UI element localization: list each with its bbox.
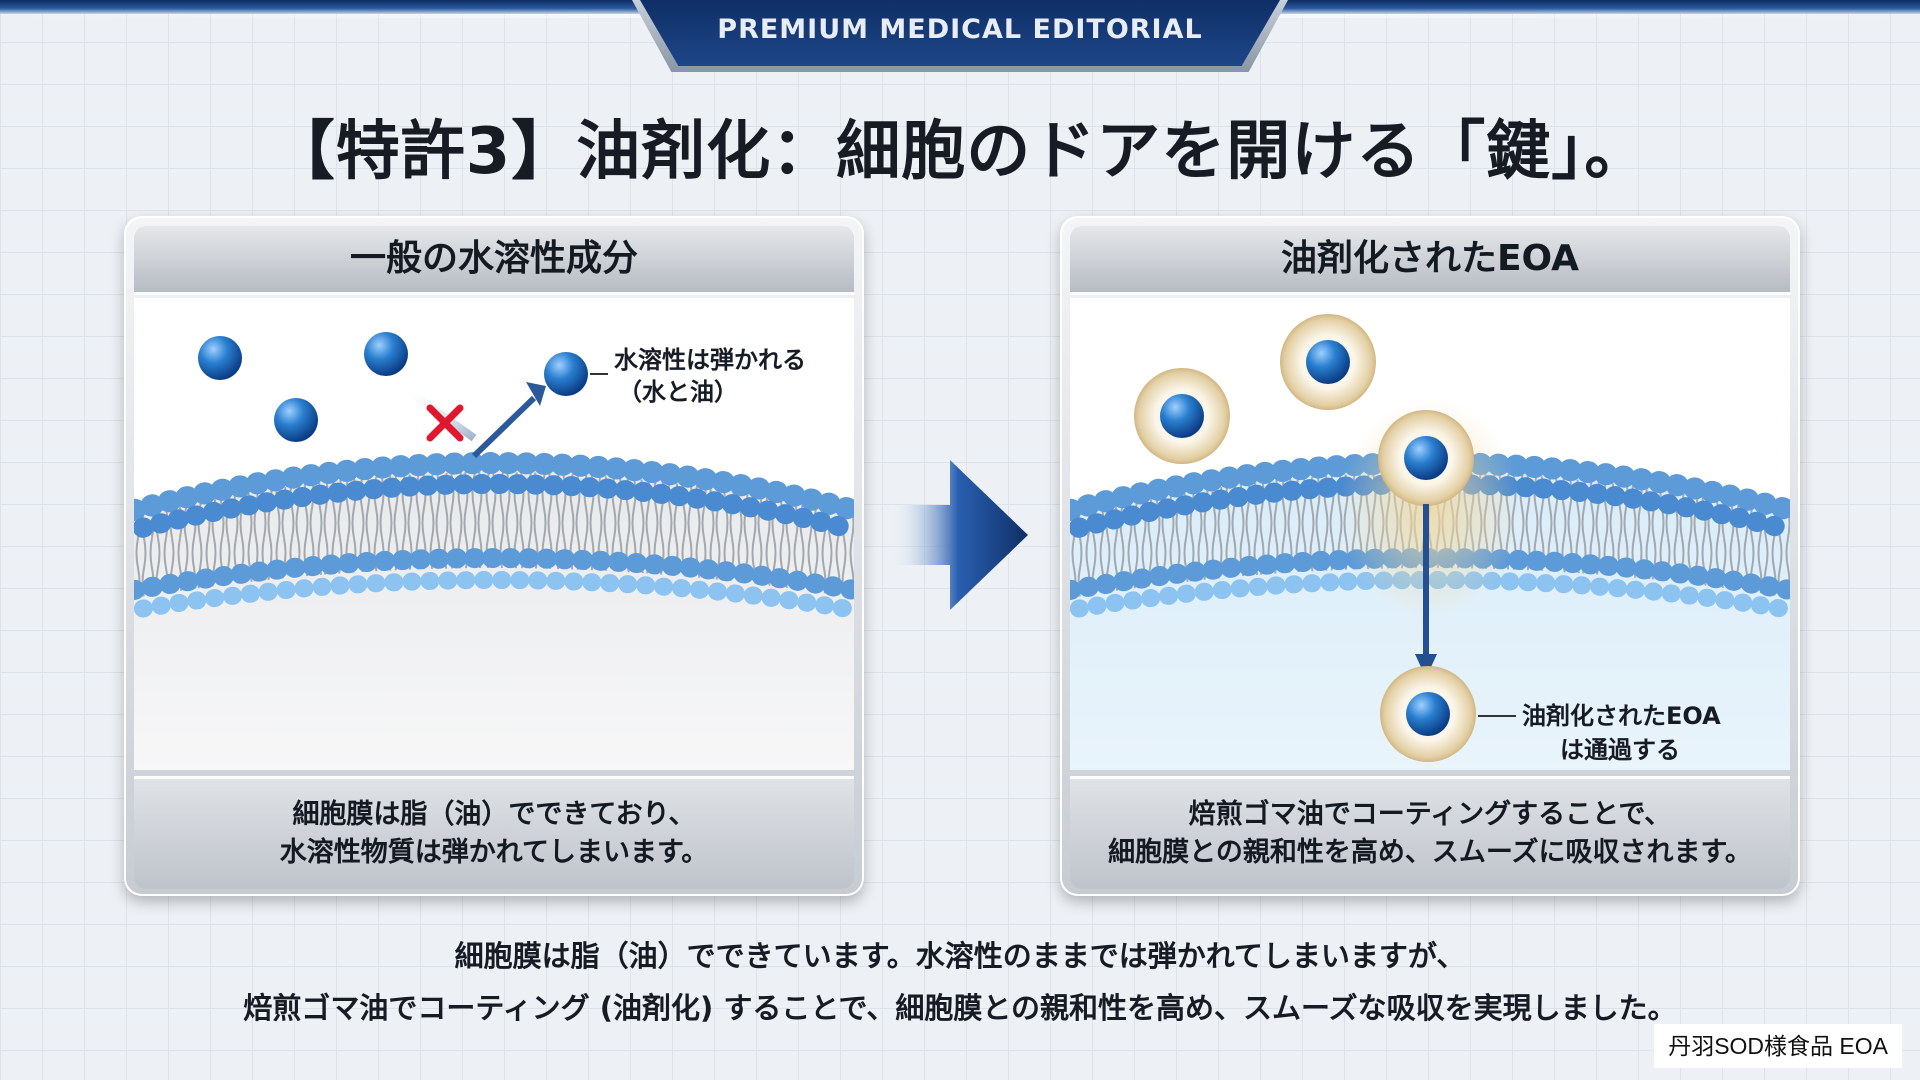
summary-line2: 焙煎ゴマ油でコーティング (油剤化) することで、細胞膜との親和性を高め、スムー… [243, 991, 1677, 1025]
left-callout-1: 水溶性は弾かれる [614, 346, 806, 374]
right-callout-2: は通過する [1560, 736, 1680, 764]
corner-label: 丹羽SOD様食品 EOA [1654, 1024, 1902, 1068]
coated-molecule [1280, 314, 1376, 410]
right-panel: 油剤化されたEOA [1060, 216, 1800, 896]
left-callout-2: （水と油） [618, 378, 738, 406]
left-panel-illustration: 水溶性は弾かれる （水と油） [134, 298, 854, 770]
right-caption-line2: 細胞膜との親和性を高め、スムーズに吸収されます。 [1108, 837, 1752, 868]
page-title: 【特許3】油剤化：細胞のドアを開ける「鍵」。 [270, 115, 1650, 189]
molecule [274, 398, 318, 442]
right-panel-header: 油剤化されたEOA [1070, 226, 1790, 295]
bounce-arrow-icon [471, 382, 546, 459]
molecule [544, 352, 588, 396]
molecule [364, 332, 408, 376]
coated-molecule [1134, 368, 1230, 464]
left-caption-line1: 細胞膜は脂（油）でできており、 [292, 799, 696, 830]
coated-molecule-inside [1380, 666, 1476, 762]
banner-label: PREMIUM MEDICAL EDITORIAL [717, 14, 1203, 45]
banner [640, 0, 1280, 66]
left-panel-caption: 細胞膜は脂（油）でできており、 水溶性物質は弾かれてしまいます。 [134, 776, 854, 889]
summary-text: 細胞膜は脂（油）でできています。水溶性のままでは弾かれてしまいますが、 焙煎ゴマ… [0, 930, 1920, 1034]
right-caption-line1: 焙煎ゴマ油でコーティングすることで、 [1188, 799, 1672, 830]
right-panel-illustration: 油剤化されたEOA は通過する [1070, 298, 1790, 770]
membrane-heads-left [134, 452, 854, 619]
left-panel: 一般の水溶性成分 [124, 216, 864, 896]
molecule [198, 336, 242, 380]
left-caption-line2: 水溶性物質は弾かれてしまいます。 [279, 837, 709, 868]
left-panel-header: 一般の水溶性成分 [134, 226, 854, 295]
pass-through-arrow-icon [1415, 504, 1437, 678]
transition-arrow-icon [888, 460, 1028, 610]
reject-x-icon [426, 404, 464, 442]
coated-molecule-entering [1378, 410, 1474, 506]
right-panel-caption: 焙煎ゴマ油でコーティングすることで、 細胞膜との親和性を高め、スムーズに吸収され… [1070, 776, 1790, 889]
summary-line1: 細胞膜は脂（油）でできています。水溶性のままでは弾かれてしまいますが、 [454, 939, 1466, 973]
right-callout-1: 油剤化されたEOA [1522, 702, 1721, 730]
